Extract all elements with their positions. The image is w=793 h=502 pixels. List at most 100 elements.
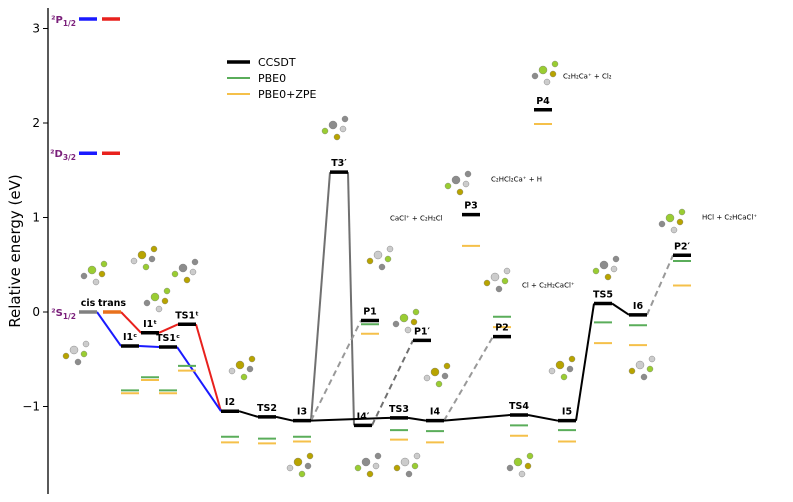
atom	[443, 362, 451, 370]
atom	[240, 373, 248, 381]
atom	[483, 279, 491, 287]
atom	[143, 299, 151, 307]
molecule-sketch	[80, 260, 108, 286]
molecule-sketch	[531, 60, 559, 86]
connection-trans-I1t	[120, 311, 142, 334]
state-label-P2: P2	[495, 323, 509, 334]
species-label: CaCl⁺ + C₂H₂Cl	[390, 214, 443, 222]
atom	[366, 470, 374, 478]
atom	[386, 245, 394, 253]
atom	[400, 457, 410, 467]
energy-levels	[79, 108, 691, 445]
state-label-I1t: I1ᵗ	[143, 319, 157, 330]
atom	[670, 226, 678, 234]
connection-I6-P2p	[646, 254, 674, 316]
atom	[538, 65, 548, 75]
state-label-I4p: I4′	[357, 411, 370, 422]
atom	[80, 272, 88, 280]
atom	[228, 367, 236, 375]
atom	[189, 268, 197, 276]
atom	[92, 278, 100, 286]
species-label: C₂H₂Ca⁺ + Cl₂	[563, 73, 612, 81]
atom	[543, 78, 551, 86]
state-label-TS5: TS5	[593, 289, 613, 300]
molecule-sketch	[506, 452, 534, 478]
connection-TS3-I4	[407, 416, 427, 422]
atom	[410, 318, 418, 326]
molecule-sketch	[423, 362, 451, 388]
molecule-sketch	[444, 170, 472, 196]
atom	[599, 260, 609, 270]
atom	[248, 355, 256, 363]
molecule-sketch	[392, 308, 420, 334]
atom	[333, 133, 341, 141]
atom	[246, 365, 254, 373]
atom	[444, 182, 452, 190]
atom	[451, 175, 461, 185]
y-tick-label: 2	[32, 116, 40, 130]
state-label-P2p: P2′	[674, 241, 691, 252]
connection-TS4-I5	[527, 414, 559, 422]
atom	[62, 352, 70, 360]
atom	[74, 358, 82, 366]
atom	[235, 360, 245, 370]
connection-I3-P1	[310, 320, 362, 422]
atom	[464, 170, 472, 178]
connection-TS2-I3	[275, 415, 294, 422]
atom	[518, 470, 526, 478]
molecule-sketch	[321, 115, 349, 141]
atom	[423, 374, 431, 382]
atom	[304, 462, 312, 470]
atom	[191, 258, 199, 266]
atom	[373, 250, 383, 260]
atom	[150, 292, 160, 302]
atom	[566, 365, 574, 373]
state-label-I6: I6	[633, 301, 644, 312]
state-label-TS3: TS3	[389, 404, 409, 415]
atom	[183, 276, 191, 284]
atom	[341, 115, 349, 123]
atom	[150, 245, 158, 253]
connection-I4-TS4	[443, 414, 511, 422]
atom	[612, 255, 620, 263]
state-label-I3: I3	[297, 407, 307, 418]
connection-I2-TS2	[238, 410, 259, 418]
atom	[646, 365, 654, 373]
atom	[130, 257, 138, 265]
molecule-sketches	[62, 60, 686, 478]
atom	[87, 265, 97, 275]
atom	[339, 125, 347, 133]
pathway-lines	[96, 172, 674, 426]
state-label-P1: P1	[363, 307, 377, 318]
atom	[524, 462, 532, 470]
connection-I4-P2	[443, 336, 494, 422]
connection-I4p-P1p	[371, 339, 414, 426]
atom	[328, 120, 338, 130]
atom	[69, 345, 79, 355]
connection-I1c-TS1c	[138, 345, 160, 348]
connection-TS5-I6	[611, 302, 630, 316]
state-label-TS1c: TS1ᶜ	[156, 333, 180, 344]
molecule-sketch	[628, 355, 656, 381]
atom	[392, 320, 400, 328]
atom	[378, 263, 386, 271]
atom	[100, 260, 108, 268]
state-label-I2: I2	[225, 397, 235, 408]
atom	[354, 464, 362, 472]
atom	[513, 457, 523, 467]
atom	[411, 462, 419, 470]
atom	[405, 470, 413, 478]
atom	[293, 457, 303, 467]
atom	[678, 208, 686, 216]
atom	[306, 452, 314, 460]
atom	[551, 60, 559, 68]
atomic-level-label: ²S1/2	[51, 308, 76, 321]
atom	[560, 373, 568, 381]
molecule-sketch	[130, 245, 158, 271]
atom	[374, 452, 382, 460]
atom	[142, 263, 150, 271]
atom	[298, 470, 306, 478]
